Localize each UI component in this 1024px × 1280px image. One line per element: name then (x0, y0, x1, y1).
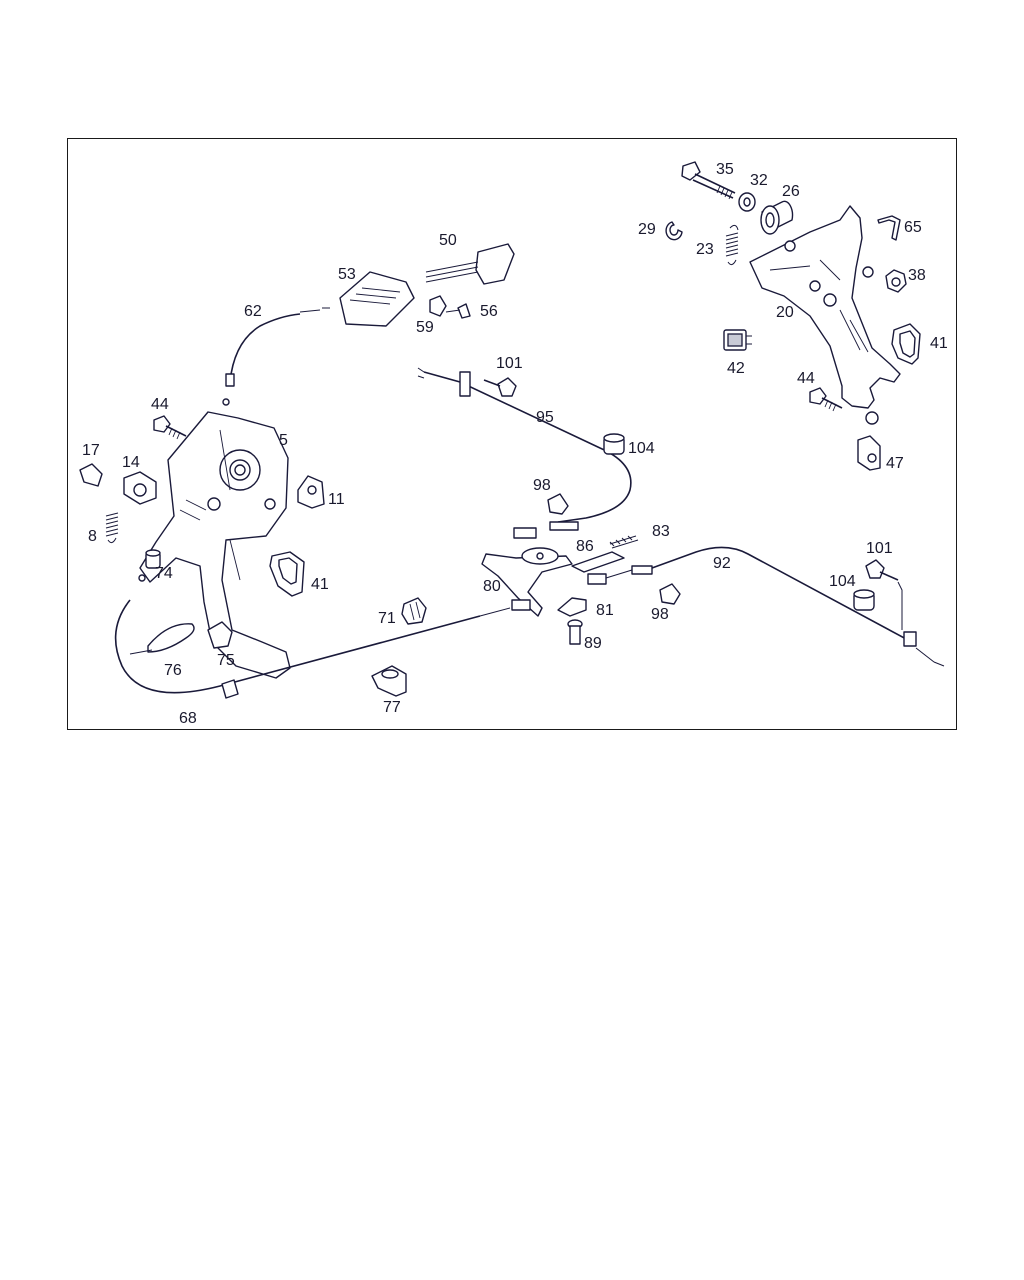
pedal-assembly-5 (139, 411, 291, 679)
bracket-77 (371, 665, 407, 697)
label-32: 32 (750, 172, 768, 189)
clip-17 (79, 463, 103, 487)
grommet-104-top (603, 433, 625, 455)
label-98-bottom: 98 (651, 606, 669, 623)
label-17: 17 (82, 442, 100, 459)
label-11: 11 (328, 491, 345, 508)
clip-75 (207, 621, 233, 649)
switch-42 (723, 329, 752, 351)
label-59: 59 (416, 319, 434, 336)
pedal-bracket-20 (749, 205, 901, 425)
label-81: 81 (596, 602, 614, 619)
label-98-top: 98 (533, 477, 551, 494)
label-41-left: 41 (311, 576, 329, 593)
label-62: 62 (244, 303, 262, 320)
label-14: 14 (122, 454, 140, 471)
label-41-right: 41 (930, 335, 948, 352)
nut-38 (885, 269, 907, 293)
clip-71 (401, 597, 427, 625)
bracket-47 (857, 435, 881, 471)
label-83: 83 (652, 523, 670, 540)
bolt-101-right (865, 559, 903, 630)
label-47: 47 (886, 455, 904, 472)
label-71: 71 (378, 610, 396, 627)
washer-32 (738, 192, 756, 212)
label-65: 65 (904, 219, 922, 236)
label-23: 23 (696, 241, 714, 258)
handle-50 (425, 243, 515, 285)
label-50: 50 (439, 232, 457, 249)
tie-76 (129, 623, 195, 655)
label-101-right: 101 (866, 540, 893, 557)
label-53: 53 (338, 266, 356, 283)
label-104-top: 104 (628, 440, 655, 457)
pin-89 (567, 619, 583, 645)
pad-11 (297, 475, 325, 509)
bolt-101-top (483, 377, 517, 397)
label-75: 75 (217, 652, 235, 669)
cable-95 (417, 367, 632, 539)
label-68: 68 (179, 710, 197, 727)
spring-23 (725, 224, 739, 266)
label-56: 56 (480, 303, 498, 320)
label-104-right: 104 (829, 573, 856, 590)
cable-92 (587, 546, 945, 667)
label-92: 92 (713, 555, 731, 572)
label-89: 89 (584, 635, 602, 652)
spring-83 (609, 535, 639, 549)
bushing-26 (760, 200, 794, 235)
clip-98-bottom (659, 583, 681, 605)
cable-62 (222, 307, 330, 406)
label-76: 76 (164, 662, 182, 679)
label-101-top: 101 (496, 355, 523, 372)
label-26: 26 (782, 183, 800, 200)
clamp-14 (123, 471, 157, 505)
label-80: 80 (483, 578, 501, 595)
grip-53 (339, 271, 415, 327)
label-5: 5 (279, 432, 288, 449)
pad-41-right (891, 323, 921, 365)
label-8: 8 (88, 528, 97, 545)
grommet-104-right (853, 589, 875, 611)
callout-labels: 35 32 26 29 23 65 38 20 41 42 44 47 50 5… (82, 161, 948, 727)
label-29: 29 (638, 221, 656, 238)
bushing-74 (145, 549, 161, 569)
pad-41-left (269, 551, 305, 597)
label-38: 38 (908, 267, 926, 284)
label-44-left: 44 (151, 396, 169, 413)
clip-29 (665, 221, 683, 241)
cable-68 (114, 574, 531, 699)
clip-65 (877, 215, 901, 241)
label-35: 35 (716, 161, 734, 178)
clip-59 (429, 295, 447, 317)
label-86: 86 (576, 538, 594, 555)
bolt-35 (681, 161, 736, 200)
plate-86 (571, 551, 625, 573)
label-20: 20 (776, 304, 794, 321)
bracket-81 (557, 597, 587, 617)
clip-98-top (547, 493, 569, 515)
label-95: 95 (536, 409, 554, 426)
screw-56 (445, 303, 471, 319)
label-74: 74 (155, 565, 173, 582)
lever-80 (481, 547, 573, 617)
label-44-right: 44 (797, 370, 815, 387)
label-77: 77 (383, 699, 401, 716)
bolt-44-right (809, 387, 843, 412)
bolt-44-left (153, 415, 187, 440)
label-42: 42 (727, 360, 745, 377)
spring-8 (105, 512, 119, 544)
